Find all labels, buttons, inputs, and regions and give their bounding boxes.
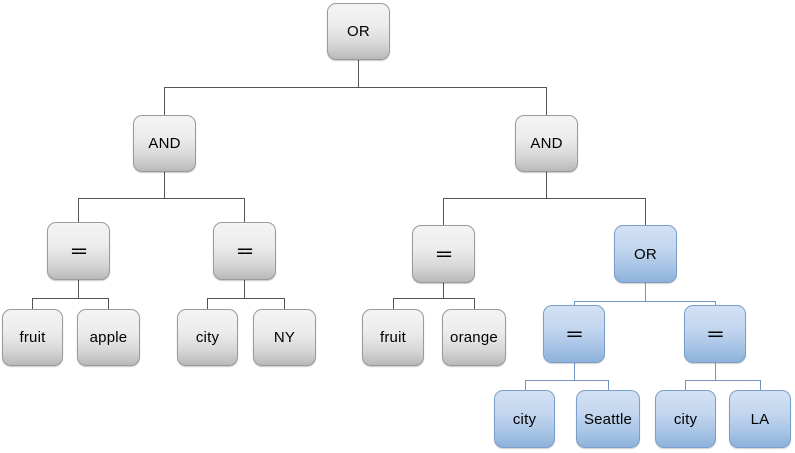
edge-eq-blue-1-to-seattle — [608, 380, 609, 390]
edge-root-bus — [164, 87, 547, 88]
edge-and-right-bus — [443, 198, 646, 199]
edge-or-blue-to-eq-blue-1 — [574, 301, 575, 307]
edge-eq1-bus — [32, 298, 109, 299]
edge-eq1-to-fruit — [32, 298, 33, 309]
node-eq-blue-2[interactable]: == — [684, 305, 746, 363]
node-label: AND — [148, 135, 181, 152]
edge-and-left-to-eq2 — [244, 198, 245, 222]
node-eq-1[interactable]: == — [47, 222, 110, 280]
edge-eq2-bus — [207, 298, 284, 299]
edge-root-to-and-right — [546, 87, 547, 115]
node-and-right[interactable]: AND — [515, 115, 578, 172]
node-label: fruit — [379, 329, 406, 346]
node-leaf-city-2[interactable]: city — [494, 390, 555, 448]
node-leaf-la[interactable]: LA — [729, 390, 791, 448]
edge-or-blue-stem — [645, 283, 646, 301]
node-label: LA — [750, 410, 770, 428]
node-eq-2[interactable]: == — [213, 222, 276, 280]
edge-eq-blue-2-stem — [715, 363, 716, 380]
edge-eq-blue-1-stem — [574, 363, 575, 380]
node-label: Seattle — [583, 410, 633, 428]
node-label: OR — [347, 23, 370, 40]
edge-eq-blue-2-bus — [685, 380, 761, 381]
node-leaf-fruit-2[interactable]: fruit — [362, 309, 424, 366]
edge-and-right-to-or-blue — [645, 198, 646, 225]
node-eq-3[interactable]: == — [412, 225, 475, 283]
node-label: == — [707, 326, 723, 342]
node-label: == — [71, 243, 86, 259]
node-root-or[interactable]: OR — [327, 3, 390, 60]
edge-eq3-to-orange — [474, 298, 475, 309]
edge-and-left-bus — [78, 198, 245, 199]
node-leaf-seattle[interactable]: Seattle — [576, 390, 640, 448]
node-label: NY — [273, 329, 296, 346]
node-label: apple — [89, 329, 128, 346]
edge-eq2-to-city — [207, 298, 208, 309]
edge-eq-blue-2-to-city — [685, 380, 686, 390]
edge-root-stem — [358, 60, 359, 87]
edge-or-blue-bus — [574, 301, 716, 302]
edge-eq2-to-ny — [284, 298, 285, 309]
node-leaf-city-1[interactable]: city — [177, 309, 238, 366]
edge-eq2-stem — [244, 280, 245, 298]
edge-eq1-to-apple — [108, 298, 109, 309]
edge-eq3-bus — [393, 298, 474, 299]
node-and-left[interactable]: AND — [133, 115, 196, 172]
node-label: == — [566, 326, 582, 342]
node-leaf-fruit-1[interactable]: fruit — [2, 309, 63, 366]
node-label: city — [673, 410, 698, 428]
node-leaf-ny[interactable]: NY — [253, 309, 316, 366]
node-leaf-city-3[interactable]: city — [655, 390, 716, 448]
edge-root-to-and-left — [164, 87, 165, 115]
edge-and-right-to-eq3 — [443, 198, 444, 225]
edge-eq-blue-1-bus — [525, 380, 609, 381]
edge-eq1-stem — [78, 280, 79, 298]
edge-and-left-stem — [164, 172, 165, 198]
node-or-blue[interactable]: OR — [614, 225, 677, 283]
node-label: OR — [634, 245, 657, 263]
node-label: fruit — [19, 329, 46, 346]
node-label: city — [512, 410, 537, 428]
node-leaf-apple[interactable]: apple — [77, 309, 140, 366]
edge-and-left-to-eq1 — [78, 198, 79, 222]
node-eq-blue-1[interactable]: == — [543, 305, 605, 363]
node-leaf-orange[interactable]: orange — [442, 309, 506, 366]
node-label: == — [237, 243, 252, 259]
edge-eq3-stem — [443, 283, 444, 298]
node-label: AND — [530, 135, 563, 152]
edge-eq3-to-fruit — [393, 298, 394, 309]
node-label: city — [195, 329, 220, 346]
node-label: orange — [450, 329, 498, 346]
edge-eq-blue-1-to-city — [525, 380, 526, 390]
node-label: == — [436, 246, 451, 262]
edge-eq-blue-2-to-la — [760, 380, 761, 390]
edge-or-blue-to-eq-blue-2 — [715, 301, 716, 307]
edge-and-right-stem — [546, 172, 547, 198]
